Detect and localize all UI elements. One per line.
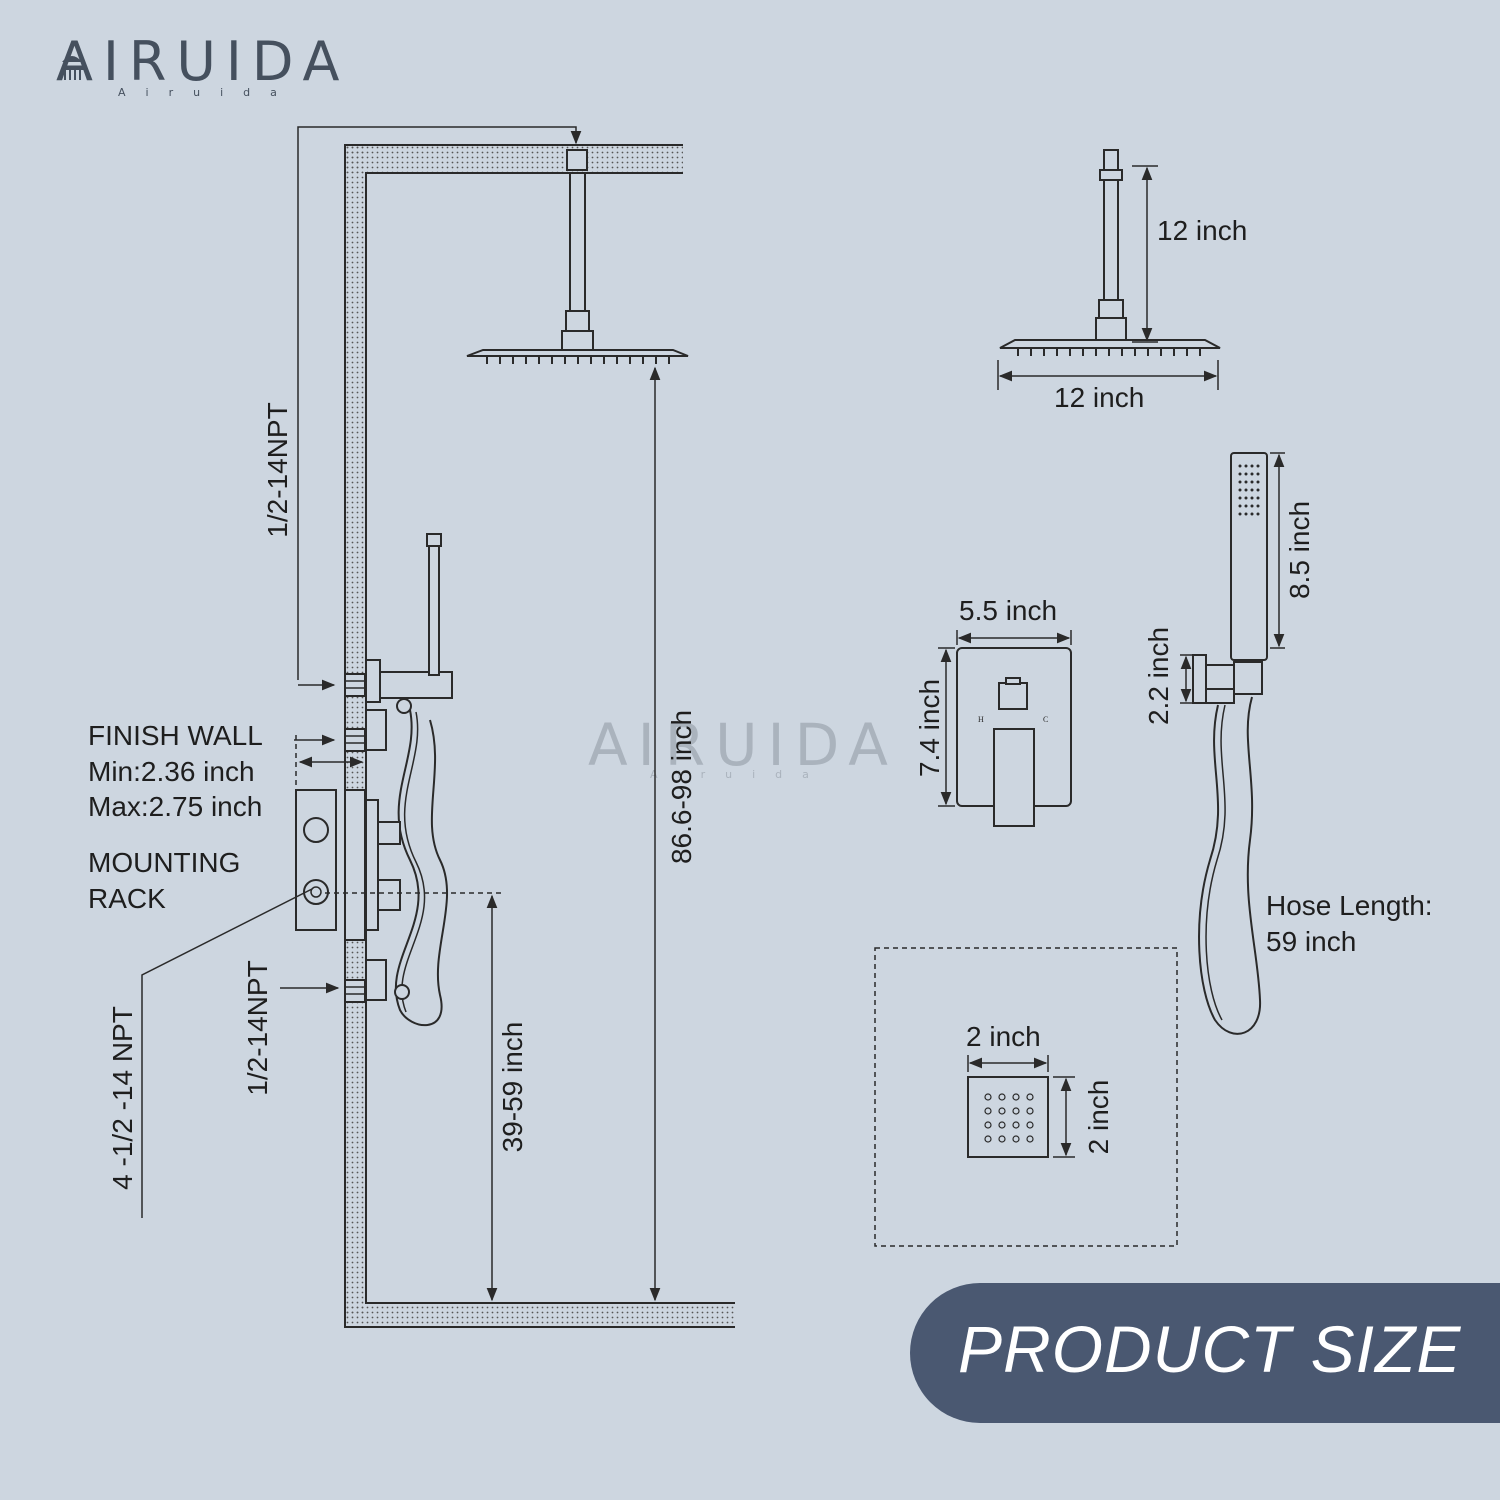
hand-shower-spray-holes	[1238, 464, 1260, 516]
watermark: AIRUIDA Airuida	[588, 711, 898, 781]
finish-wall-indicator	[294, 734, 364, 822]
holder-height-label: 2.2 inch	[1143, 627, 1174, 725]
product-size-title: PRODUCT SIZE	[958, 1312, 1462, 1386]
installation-diagram: 1/2-14NPT FINISH WALL Min:2.36 inch Max:…	[88, 126, 735, 1328]
hose-length-label: Hose Length:	[1266, 890, 1433, 921]
wall-hand-shower	[365, 533, 453, 1027]
brand-name: AIRUIDA	[56, 30, 349, 93]
hand-shower-detail: 8.5 inch 2.2 inch Hose Length: 59 inch	[1143, 452, 1433, 1035]
top-inlet-label: 1/2-14NPT	[262, 402, 293, 537]
wall-fittings	[344, 673, 366, 1003]
ports-leader	[141, 888, 313, 1218]
head-width-label: 12 inch	[1054, 382, 1144, 413]
plate-height-label: 7.4 inch	[914, 679, 945, 777]
brand-logo: AIRUIDA Airuida	[56, 30, 349, 99]
cold-mark: C	[1043, 715, 1048, 724]
shower-height-label: 86.6-98 inch	[666, 710, 697, 864]
finish-wall-max: Max:2.75 inch	[88, 791, 262, 822]
mounting-rack-label-line1: MOUNTING	[88, 847, 240, 878]
brand-tagline: Airuida	[118, 86, 297, 99]
watermark-tagline: Airuida	[650, 768, 829, 781]
finish-wall-min: Min:2.36 inch	[88, 756, 255, 787]
ports-label: 4 -1/2 -14 NPT	[107, 1006, 138, 1190]
bottom-inlet-label: 1/2-14NPT	[242, 960, 273, 1095]
product-size-banner: PRODUCT SIZE	[910, 1283, 1500, 1423]
valve-plate-detail: H C 5.5 inch 7.4 inch	[914, 595, 1072, 827]
body-jet-detail: 2 inch 2 inch	[874, 947, 1178, 1247]
body-jet-nozzles	[984, 1093, 1034, 1143]
shower-head-nozzles	[1017, 349, 1201, 356]
finish-wall-title: FINISH WALL	[88, 720, 263, 751]
valve-mounting-rack	[295, 698, 505, 1001]
jet-height-label: 2 inch	[1083, 1080, 1114, 1155]
plate-width-label: 5.5 inch	[959, 595, 1057, 626]
top-inlet-leader	[297, 126, 582, 691]
rain-head-nozzles	[486, 357, 670, 364]
ceiling-shower-assembly	[466, 149, 689, 364]
watermark-name: AIRUIDA	[588, 711, 898, 779]
hot-mark: H	[978, 715, 984, 724]
valve-height-label: 39-59 inch	[497, 1022, 528, 1153]
hand-shower-length-label: 8.5 inch	[1284, 501, 1315, 599]
shower-head-detail: 12 inch 12 inch	[997, 149, 1247, 413]
hose-length-value: 59 inch	[1266, 926, 1356, 957]
mounting-rack-label-line2: RACK	[88, 883, 166, 914]
jet-width-label: 2 inch	[966, 1021, 1041, 1052]
arm-length-label: 12 inch	[1157, 215, 1247, 246]
shower-head-logo-icon	[62, 56, 82, 80]
